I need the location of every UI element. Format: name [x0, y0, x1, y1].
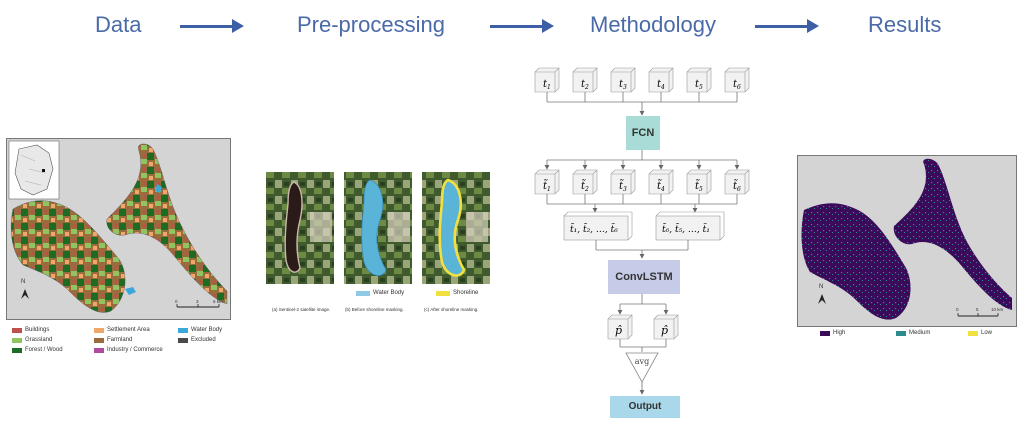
- svg-text:p̂: p̂: [661, 324, 668, 337]
- results-scale-1: 5: [976, 307, 979, 312]
- results-scale-0: 0: [956, 307, 959, 312]
- legend-item-waterbody: Water Body: [178, 327, 222, 333]
- risk-map: [801, 158, 1012, 320]
- svg-text:t̃2: t̃2: [581, 179, 589, 193]
- svg-text:p̂: p̂: [615, 324, 622, 337]
- convlstm-box: [608, 260, 680, 294]
- arrow-1: [180, 19, 244, 33]
- fcn-output-frames: t̃1 t̃2 t̃3 t̃4 t̃5 t̃6: [534, 169, 750, 195]
- svg-text:t4: t4: [657, 79, 665, 91]
- legend-item-buildings: Buildings: [12, 327, 49, 333]
- legend-item-medium: Medium: [896, 330, 930, 336]
- methodology-diagram: t1 t2 t3 t4 t5 t6 t̃1 t̃2 t̃3 t̃4 t̃5 t̃…: [534, 67, 750, 418]
- svg-text:t̃₁, t̃₂, …, t̃₆: t̃₁, t̃₂, …, t̃₆: [570, 222, 618, 235]
- legend-item-high: High: [820, 330, 845, 336]
- input-frames: t1 t2 t3 t4 t5 t6: [534, 67, 750, 93]
- fcn-label: FCN: [631, 127, 655, 139]
- arrow-2: [490, 19, 554, 33]
- north-label: N: [21, 279, 26, 285]
- stage-title-data: Data: [95, 12, 142, 37]
- stage-title-methodology: Methodology: [590, 12, 716, 37]
- scale-label-0: 0: [175, 299, 178, 304]
- svg-text:t̃4: t̃4: [657, 179, 665, 193]
- legend-item-industry: Industry / Commerce: [94, 347, 163, 353]
- legend-item-grassland: Grassland: [12, 337, 52, 343]
- legend-item-low: Low: [968, 330, 992, 336]
- results-north-label: N: [819, 284, 824, 290]
- legend-item-settlement: Settlement Area: [94, 327, 150, 333]
- svg-text:t1: t1: [543, 79, 551, 91]
- svg-text:t̃1: t̃1: [543, 179, 551, 193]
- before-masking-image: [344, 172, 412, 284]
- svg-text:t̃6: t̃6: [733, 179, 741, 193]
- results-scale-2: 10 km: [991, 307, 1004, 312]
- backward-sequence-box: t̃₆, t̃₅, …, t̃₁: [655, 211, 725, 241]
- north-arrow-results-icon: [818, 294, 826, 304]
- legend-item-forest: Forest / Wood: [12, 347, 63, 353]
- svg-text:t5: t5: [695, 79, 703, 91]
- avg-label: avg: [634, 357, 650, 366]
- svg-text:t3: t3: [619, 79, 627, 91]
- legend-item-farmland: Farmland: [94, 337, 132, 343]
- stage-title-preprocessing: Pre-processing: [297, 12, 445, 37]
- arrow-3: [755, 19, 819, 33]
- after-masking-image: [422, 172, 490, 284]
- caption-c: (c) After shoreline masking.: [424, 307, 479, 312]
- svg-text:t6: t6: [733, 79, 741, 91]
- svg-text:t̃₆, t̃₅, …, t̃₁: t̃₆, t̃₅, …, t̃₁: [662, 222, 710, 235]
- north-arrow-icon: [21, 289, 29, 299]
- results-map-panel: N 0 5 10 km: [797, 155, 1017, 327]
- scale-label-1: 3: [196, 299, 199, 304]
- output-label: Output: [628, 401, 662, 412]
- svg-text:t2: t2: [581, 79, 589, 91]
- prediction-frames: p̂ p̂: [607, 314, 679, 340]
- svg-text:t̃3: t̃3: [619, 179, 627, 193]
- preprocessing-images: [266, 172, 490, 284]
- land-use-map: [8, 140, 228, 313]
- legend-item-shoreline: Shoreline: [436, 290, 478, 296]
- data-map-panel: N 0 3 6 km: [6, 138, 231, 320]
- forward-sequence-box: t̃₁, t̃₂, …, t̃₆: [563, 211, 633, 241]
- sentinel-image: [266, 172, 334, 284]
- legend-item-excluded: Excluded: [178, 337, 216, 343]
- stage-title-results: Results: [868, 12, 942, 37]
- avg-triangle: [625, 352, 659, 383]
- output-box: [610, 396, 680, 418]
- fcn-box: [626, 116, 660, 150]
- legend-item-water-preproc: Water Body: [356, 290, 404, 296]
- convlstm-label: ConvLSTM: [615, 271, 673, 283]
- caption-a: (a) Sentinel-2 satellite image.: [272, 307, 331, 312]
- svg-text:t̃5: t̃5: [695, 179, 703, 193]
- scale-label-2: 6 km: [213, 299, 223, 304]
- caption-b: (b) Before shoreline masking.: [345, 307, 404, 312]
